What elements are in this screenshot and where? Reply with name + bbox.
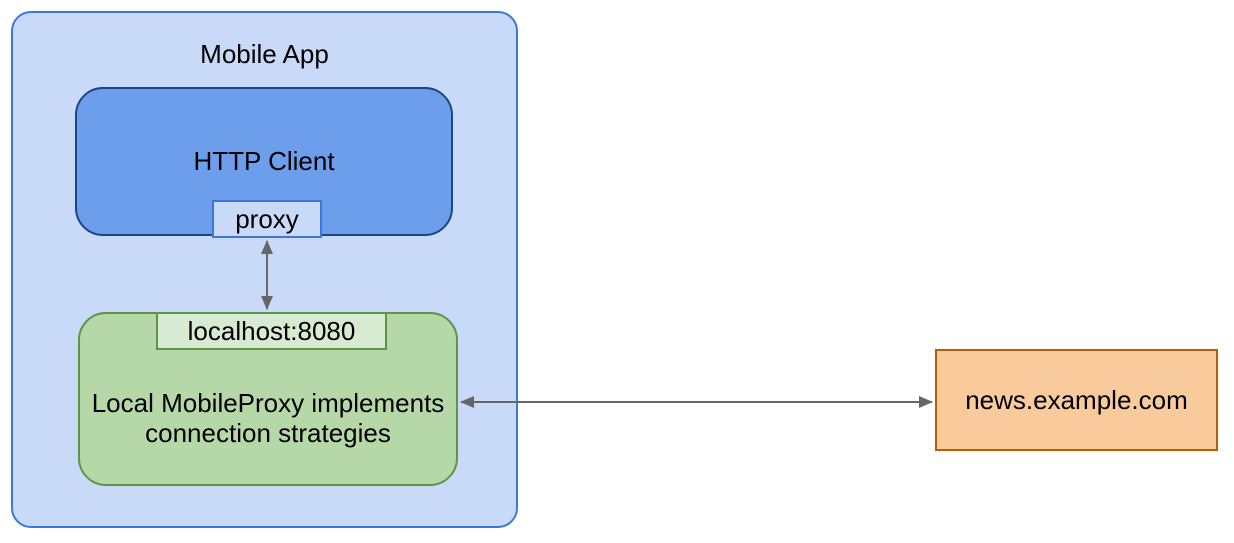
localhost-port-label: localhost:8080	[187, 315, 356, 346]
mobile-app-title: Mobile App	[200, 39, 329, 69]
remote-server-label: news.example.com	[965, 384, 1188, 415]
local-mobileproxy-label: Local MobileProxy implements connection …	[91, 388, 445, 448]
remote-server-box: news.example.com	[935, 349, 1218, 451]
local-mobileproxy-box: Local MobileProxy implements connection …	[78, 312, 458, 486]
localhost-port-tag: localhost:8080	[156, 312, 387, 350]
proxy-port-label: proxy	[235, 203, 299, 234]
http-client-label: HTTP Client	[193, 146, 335, 176]
proxy-port-tag: proxy	[212, 200, 322, 238]
